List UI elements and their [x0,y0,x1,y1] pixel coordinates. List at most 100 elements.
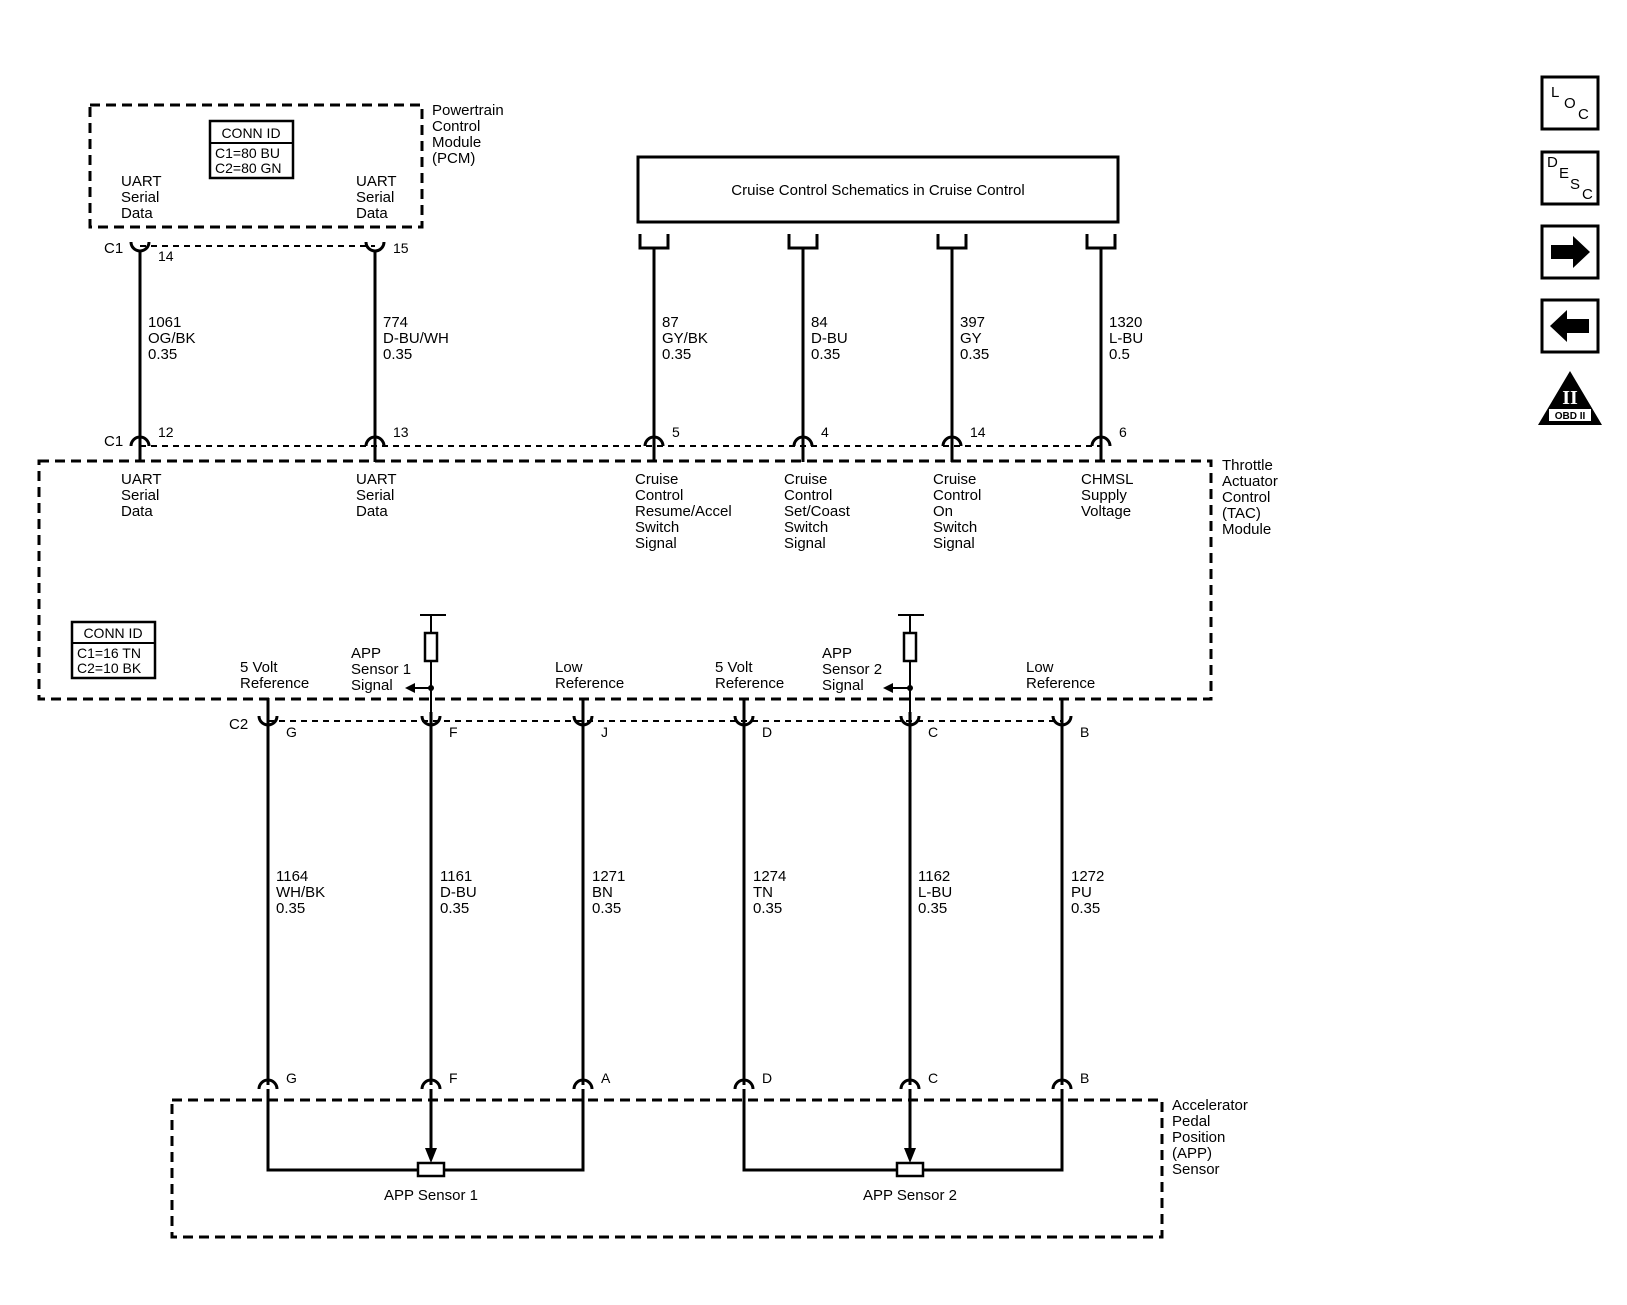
cruise-box-label: Cruise Control Schematics in Cruise Cont… [731,182,1024,199]
tac-pin-number: J [601,724,608,740]
tac-connector-pin [364,435,386,447]
loc-letter: O [1564,95,1576,112]
cruise-terminal [787,234,819,250]
pcm-conn-id-box: CONN ID C1=80 BU C2=80 GN [208,119,295,180]
app-sensor-module: G F A D C B Accelerator Pedal Position (… [170,1070,1252,1239]
tac-connector-pin [643,435,665,447]
arrow-left-icon [1550,310,1589,342]
pcm-pin-number: 15 [393,240,409,256]
tac-conn-id-line: C1=16 TN [77,645,141,661]
cruise-control-box: Cruise Control Schematics in Cruise Cont… [636,155,1120,250]
obd-ii-button[interactable]: II OBD II [1538,371,1602,425]
tac-connector-pin [941,435,963,447]
pcm-conn-id-line: C2=80 GN [215,160,282,176]
pcm-conn-id-line: C1=80 BU [215,145,280,161]
app-pin-number: B [1080,1070,1089,1086]
app-sensor-2 [742,1089,1064,1178]
app-pin-number: F [449,1070,458,1086]
app-outline [170,1098,1164,1239]
tac-connector-pin [1090,435,1112,447]
pcm-pin-number: 14 [158,248,174,264]
loc-letter: C [1578,106,1589,123]
app-pin-number: A [601,1070,611,1086]
tac-connector-pin [129,435,151,447]
cruise-terminal [1085,234,1117,250]
pcm-pin-label: UART Serial Data [121,173,165,222]
tac-outline [37,459,1213,701]
app-connector-pin [1051,1078,1073,1090]
obd-ii-glyph: II [1562,387,1578,409]
tac-bottom-connector-id: C2 [229,716,248,733]
back-button[interactable] [1540,298,1600,354]
cruise-box-outline [636,155,1120,224]
app-name: Accelerator Pedal Position (APP) Sensor [1172,1097,1252,1178]
pcm-conn-id-title: CONN ID [221,125,280,141]
app-connector-pin [733,1078,755,1090]
tac-conn-id-line: C2=10 BK [77,660,142,676]
desc-button[interactable]: D E S C [1540,150,1600,206]
tac-connector-pin [792,435,814,447]
app-connector-pin [899,1078,921,1090]
tac-pin-number: F [449,724,458,740]
desc-letter: S [1570,176,1580,193]
app-pin-number: G [286,1070,297,1086]
tac-pin-number: 6 [1119,424,1127,440]
app-sensor-1-label: APP Sensor 1 [384,1187,478,1204]
app-connector-pin [572,1078,594,1090]
tac-pin-number: 12 [158,424,174,440]
forward-button[interactable] [1540,224,1600,280]
loc-button[interactable]: L O C [1540,75,1600,131]
app-pin-number: C [928,1070,938,1086]
tac-pin-number: C [928,724,938,740]
pcm-pin-label: UART Serial Data [356,173,400,222]
tac-pin-number: 13 [393,424,409,440]
desc-letter: E [1559,165,1569,182]
tac-name: Throttle Actuator Control (TAC) Module [1222,457,1282,538]
pcm-outline [88,103,424,229]
app-pin-number: D [762,1070,772,1086]
obd-ii-label: OBD II [1555,411,1586,422]
app-sensor-2-label: APP Sensor 2 [863,1187,957,1204]
loc-letter: L [1551,84,1559,101]
app-sensor-2-pullup [883,614,924,712]
pcm-connector-id: C1 [104,240,123,257]
desc-letter: C [1582,186,1593,203]
desc-letter: D [1547,154,1558,171]
tac-pin-number: B [1080,724,1089,740]
tac-pin-number: 5 [672,424,680,440]
tac-pin-number: D [762,724,772,740]
tac-module: Throttle Actuator Control (TAC) Module C… [37,424,1282,740]
tac-conn-id-box: CONN ID C1=16 TN C2=10 BK [70,620,157,680]
pcm-name: Powertrain Control Module (PCM) [432,102,508,167]
arrow-right-icon [1551,236,1590,268]
app-connector-pin [420,1078,442,1090]
app-sensor-1-pullup [405,614,446,712]
cruise-terminal [936,234,968,250]
tac-pin-number: 14 [970,424,986,440]
app-sensor-1 [266,1089,585,1178]
tac-pin-number: 4 [821,424,829,440]
